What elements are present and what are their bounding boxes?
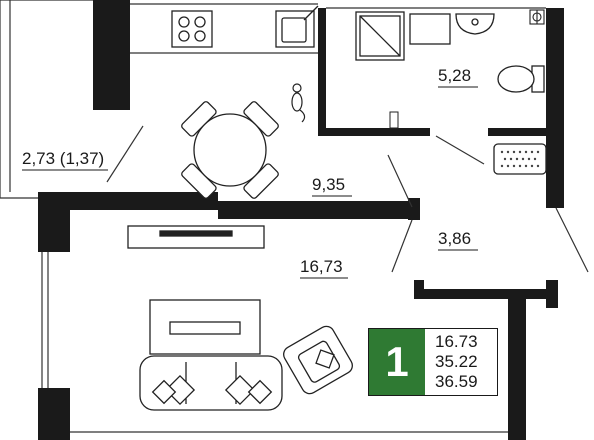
- dining-table-icon: [181, 101, 279, 199]
- wall-pillar-bottom: [38, 388, 70, 440]
- entry-door: [555, 207, 589, 273]
- cat-icon: [291, 83, 306, 123]
- sofa-icon: [139, 355, 283, 411]
- room-count-label: 1: [369, 329, 425, 395]
- room-area-balcony: 2,73 (1,37): [22, 149, 104, 168]
- outlines: [0, 0, 589, 433]
- total-area-value: 35.22: [435, 352, 478, 371]
- area-labels: 2,73 (1,37) 9,35 5,28 3,86 16,73: [22, 66, 478, 279]
- wall-hall-bottom: [414, 289, 558, 299]
- living-door: [391, 219, 413, 273]
- room-area-hallway: 3,86: [438, 229, 471, 248]
- kitchen-door: [387, 154, 413, 208]
- wall-bath-bottom-a: [318, 128, 430, 136]
- wall-right-lower: [508, 298, 526, 440]
- balcony-door: [106, 125, 144, 183]
- room-area-living: 16,73: [300, 257, 343, 276]
- bath-door: [435, 135, 485, 165]
- wall-bath-left: [318, 8, 326, 136]
- total-area-with-balcony-value: 36.59: [435, 372, 478, 391]
- room-area-bathroom: 5,28: [438, 66, 471, 85]
- room-area-kitchen: 9,35: [312, 175, 345, 194]
- washing-machine-icon: [409, 13, 451, 45]
- wall-bath-bottom-b: [488, 128, 552, 136]
- coffee-table-icon: [149, 299, 261, 355]
- stove-icon: [171, 10, 213, 48]
- walls: [38, 0, 564, 440]
- sink-icon: [275, 5, 319, 48]
- area-summary: 16.73 35.22 36.59: [435, 332, 499, 392]
- radiator: [389, 111, 399, 129]
- washbasin-icon: [455, 13, 495, 35]
- bath-mat-pattern: [500, 150, 540, 168]
- wall-kitchen-living-left: [38, 192, 218, 210]
- armchair-icon: [283, 325, 353, 395]
- wall-right-upper: [546, 8, 564, 208]
- electrical-panel: [529, 9, 545, 25]
- shower-icon: [355, 11, 405, 61]
- wall-kitchen-left: [93, 0, 130, 110]
- tv-stand-icon: [127, 225, 265, 249]
- bath-mat-icon: [493, 143, 547, 175]
- toilet-icon: [497, 65, 545, 93]
- balcony-outline: [0, 0, 93, 199]
- apartment-summary-badge: 1 16.73 35.22 36.59: [368, 328, 498, 396]
- living-area-value: 16.73: [435, 332, 478, 351]
- wall-kitchen-living-right: [218, 201, 418, 219]
- wall-hall-stub: [414, 280, 424, 298]
